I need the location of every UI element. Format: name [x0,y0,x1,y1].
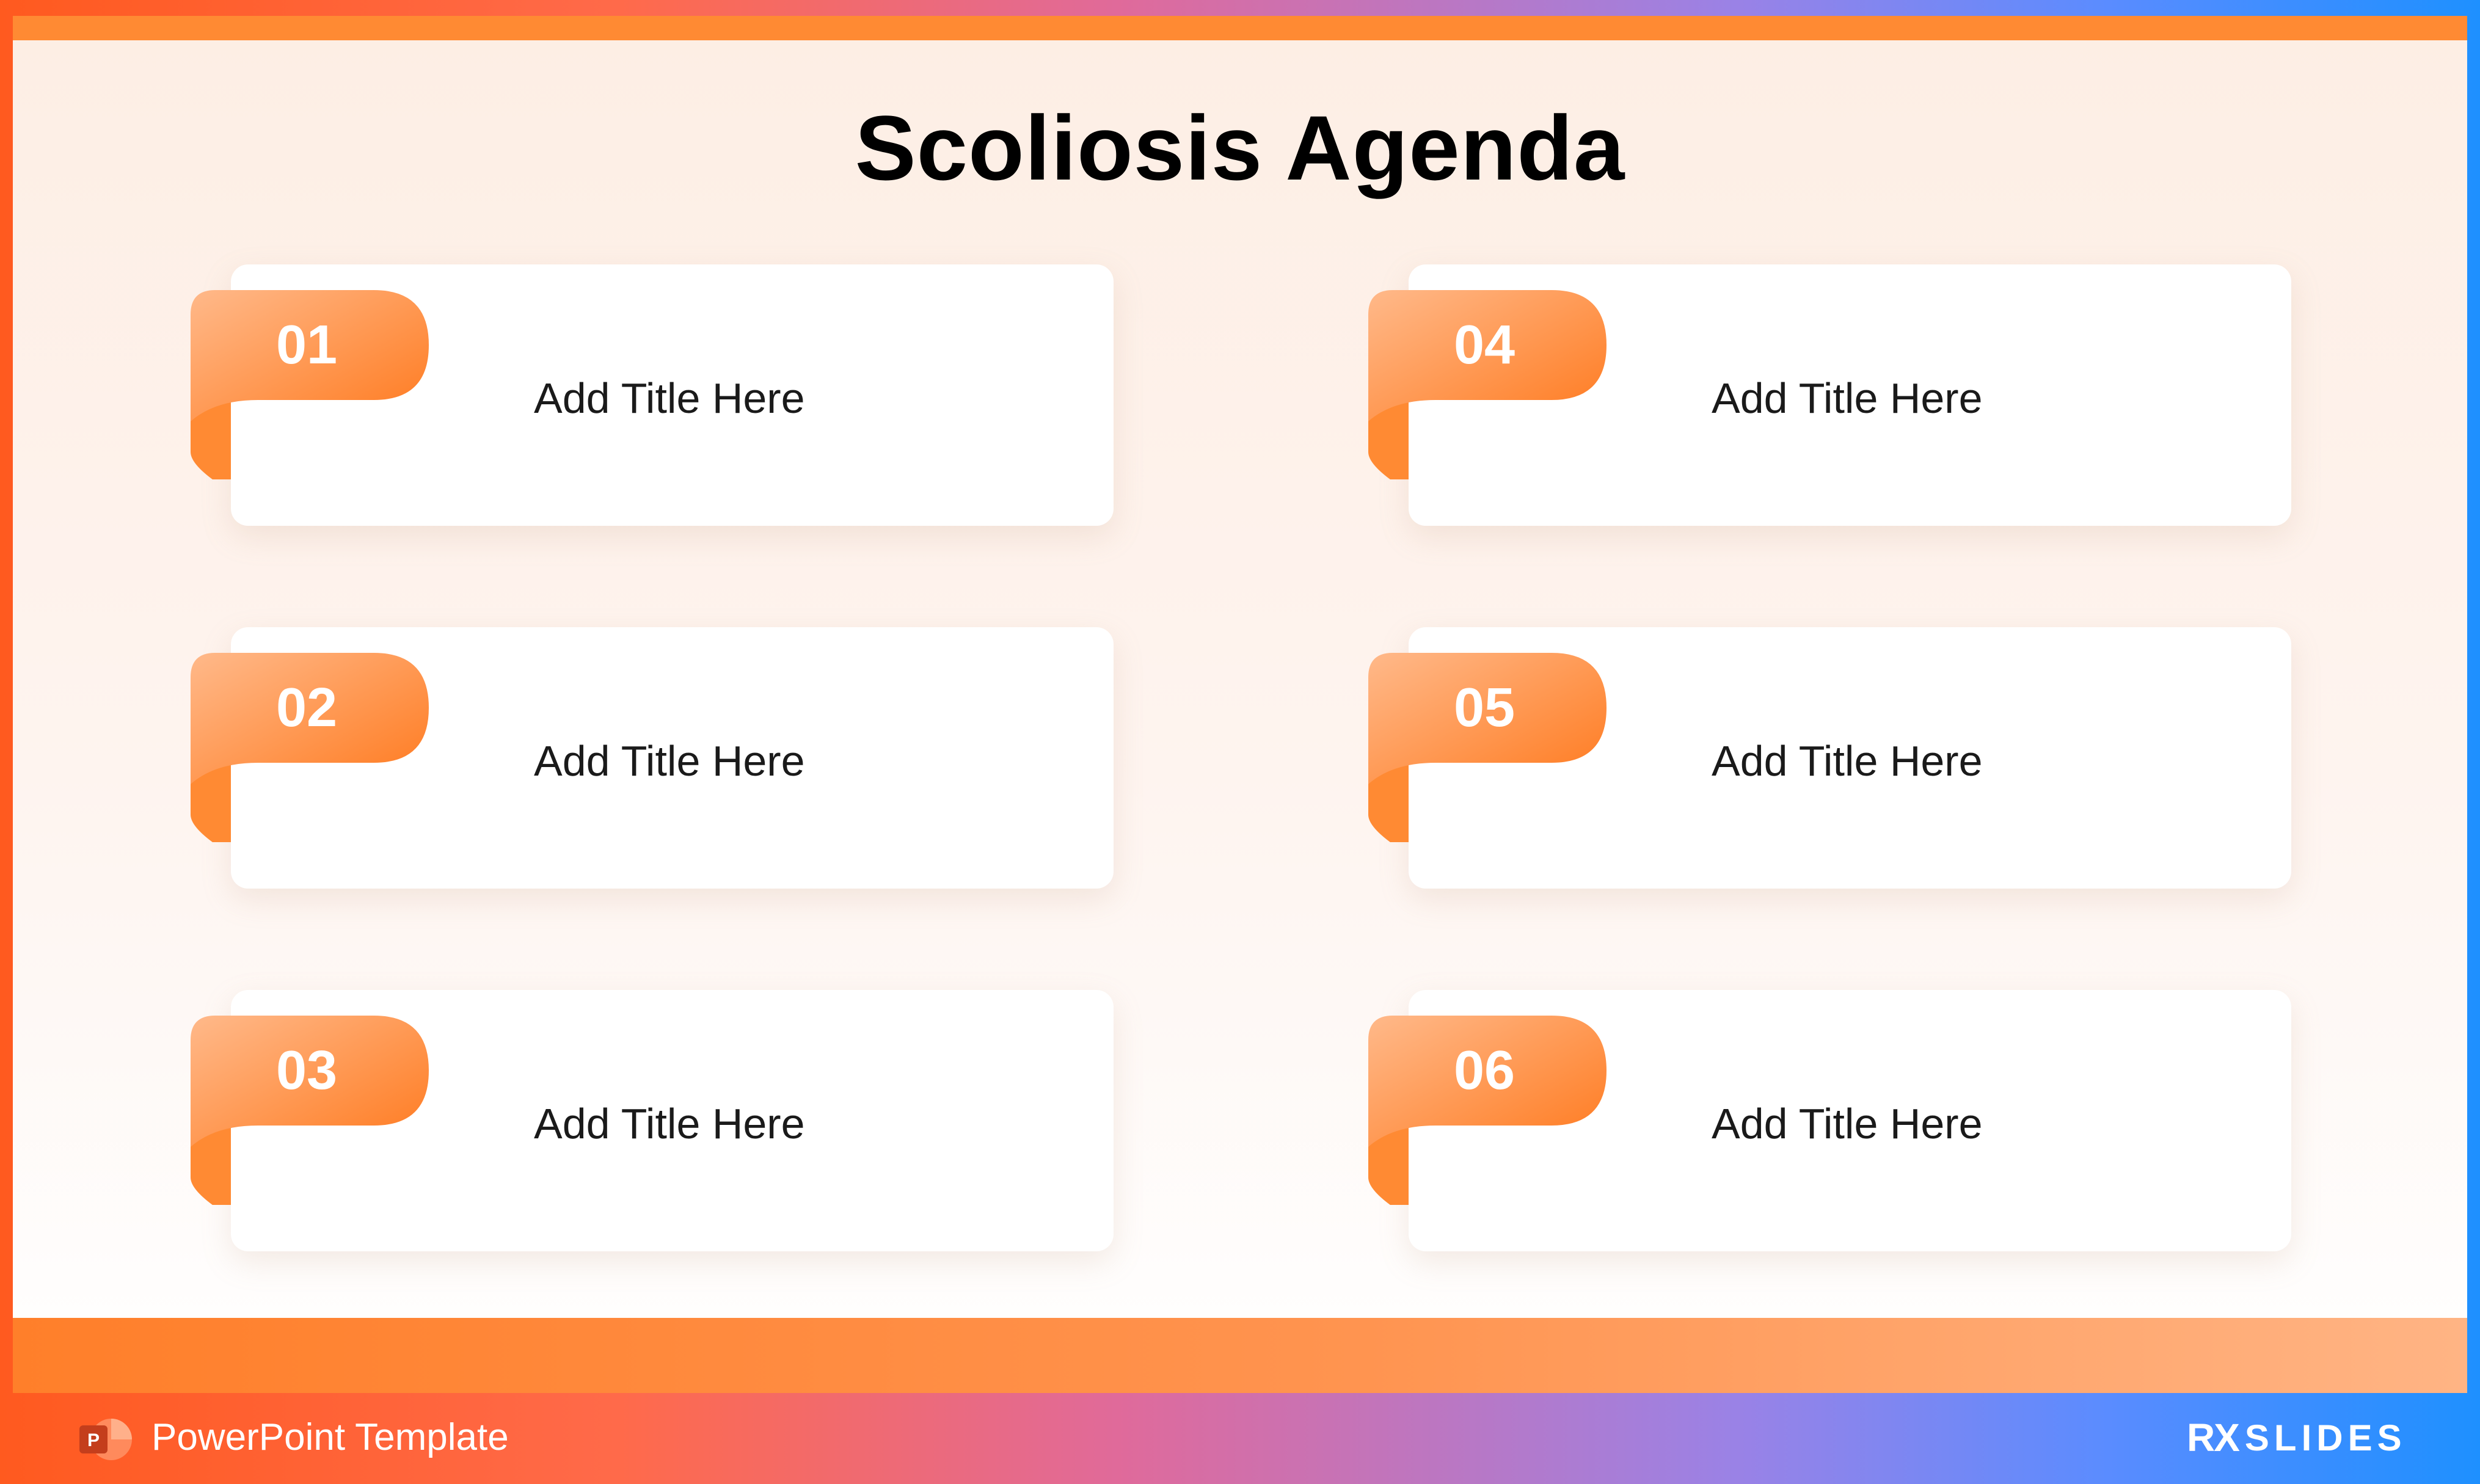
agenda-item-number: 04 [1454,314,1515,376]
ribbon-shape [191,290,429,492]
slide: Scoliosis Agenda Add Title Here Add Titl… [13,16,2467,1393]
agenda-item-number: 02 [276,677,338,738]
number-ribbon-06: 06 [1368,1016,1607,1217]
agenda-item-title: Add Title Here [534,1100,805,1148]
agenda-item-number: 05 [1454,677,1515,738]
agenda-item-number: 06 [1454,1039,1515,1101]
agenda-item-title: Add Title Here [1712,737,1983,785]
ribbon-shape [1368,290,1607,492]
brand-prefix: RX [2187,1416,2240,1460]
agenda-item-title: Add Title Here [534,737,805,785]
number-ribbon-05: 05 [1368,653,1607,854]
ribbon-shape [1368,1016,1607,1217]
number-ribbon-03: 03 [191,1016,429,1217]
top-accent-bar [13,16,2467,40]
agenda-item-number: 01 [276,314,338,376]
agenda-item-number: 03 [276,1039,338,1101]
ribbon-shape [191,1016,429,1217]
agenda-item-title: Add Title Here [1712,374,1983,422]
slide-title: Scoliosis Agenda [855,96,1625,199]
agenda-item-title: Add Title Here [1712,1100,1983,1148]
number-ribbon-01: 01 [191,290,429,492]
number-ribbon-02: 02 [191,653,429,854]
footer-template-label: PowerPoint Template [151,1416,509,1458]
svg-text:P: P [87,1430,100,1450]
agenda-item-title: Add Title Here [534,374,805,422]
rxslides-logo: RX SLIDES [2187,1412,2407,1463]
ribbon-shape [191,653,429,854]
powerpoint-icon: P [77,1417,133,1462]
number-ribbon-04: 04 [1368,290,1607,492]
ribbon-shape [1368,653,1607,854]
brand-name: SLIDES [2244,1417,2407,1458]
bottom-accent-band [13,1318,2467,1393]
